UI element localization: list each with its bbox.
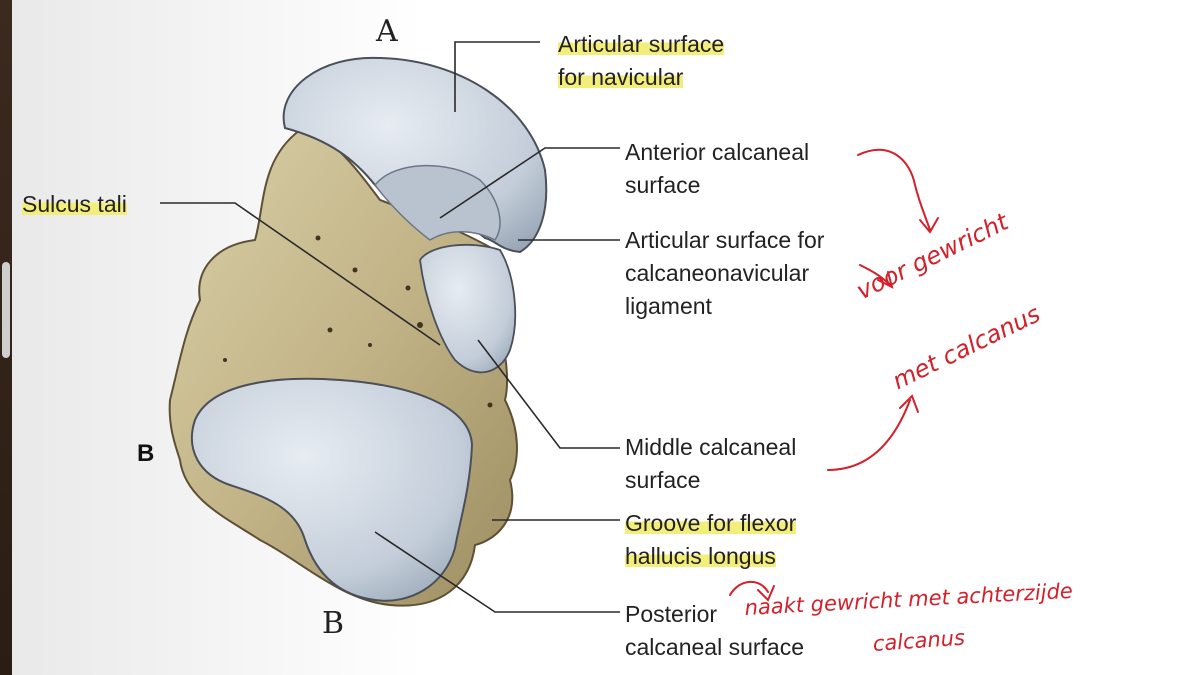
window-edge-strip [0,0,12,675]
label-ligament: Articular surface for calcaneonavicular … [625,224,824,323]
label-ligament-line1: Articular surface for [625,227,825,253]
label-posterior-line2: calcaneal surface [625,634,804,660]
handwritten-letter-a: A [376,14,398,49]
label-navicular-line1: Articular surface [558,31,725,57]
label-middle-line1: Middle calcaneal [625,434,797,460]
label-groove-line1: Groove for flexor [625,510,797,536]
annotation-arrows [729,148,939,602]
label-sulcus: Sulcus tali [22,188,127,221]
label-ligament-line2: calcaneonavicular [625,260,810,286]
label-anterior-line1: Anterior calcaneal [625,139,810,165]
handwritten-letter-b: B [322,606,345,641]
label-ligament-line3: ligament [625,293,712,319]
panel-letter: B [137,440,155,467]
label-anterior: Anterior calcaneal surface [625,136,809,202]
label-middle: Middle calcaneal surface [625,431,796,497]
label-posterior-line1: Posterior [625,601,718,627]
leader-lines [160,41,620,613]
label-sulcus-text: Sulcus tali [22,191,127,217]
anterior-calcaneal-surface [374,164,501,241]
label-navicular-line2: for navicular [558,64,684,90]
scrollbar-thumb[interactable] [2,262,10,358]
middle-calcaneal-surface [419,243,517,374]
label-groove: Groove for flexor hallucis longus [625,507,797,573]
label-groove-line2: hallucis longus [625,543,776,569]
label-middle-line2: surface [625,467,701,493]
label-anterior-line2: surface [625,172,701,198]
label-posterior: Posterior calcaneal surface [625,598,804,664]
posterior-calcaneal-surface [190,377,474,602]
label-navicular: Articular surface for navicular [558,28,725,94]
bone-texture-dots [223,235,493,408]
